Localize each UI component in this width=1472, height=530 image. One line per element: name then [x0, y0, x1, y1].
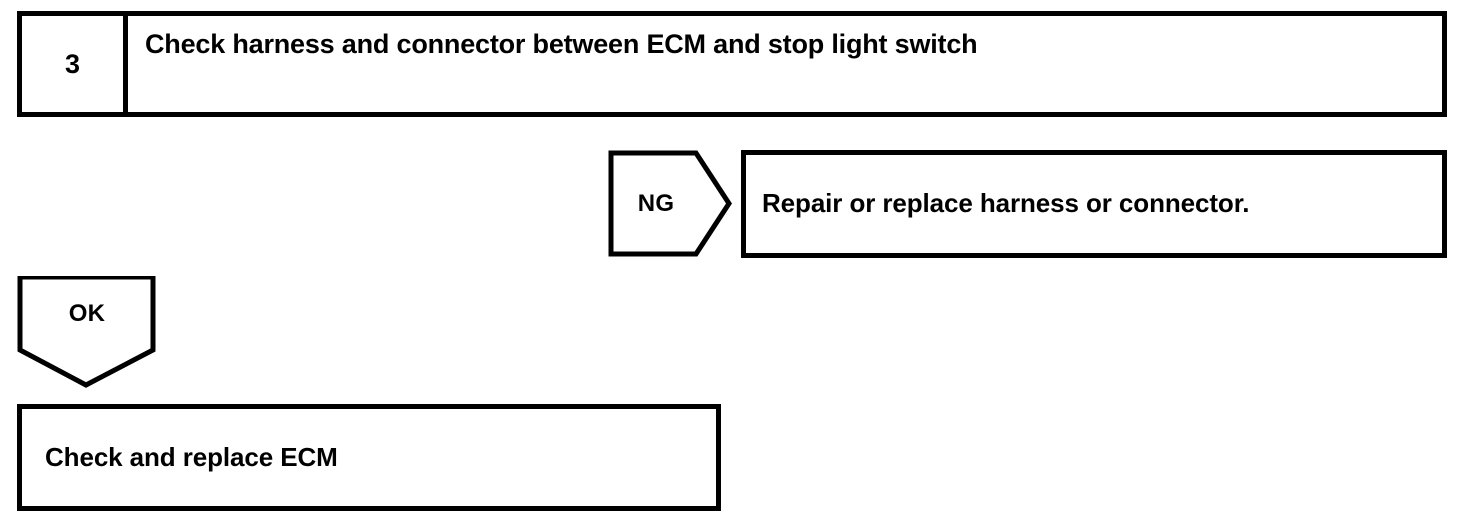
step-row: 3 Check harness and connector between EC…: [17, 11, 1447, 117]
step-number: 3: [64, 48, 81, 79]
ok-branch: OK: [17, 276, 157, 388]
ok-result-box: Check and replace ECM: [17, 404, 721, 511]
ok-branch-label: OK: [68, 300, 106, 327]
ng-result-text: Repair or replace harness or connector.: [762, 188, 1250, 219]
ok-result-text: Check and replace ECM: [45, 441, 338, 472]
step-title: Check harness and connector between ECM …: [145, 29, 978, 59]
ng-arrow-right-icon: [608, 150, 732, 257]
ng-branch: NG: [608, 150, 732, 257]
ng-branch-label: NG: [637, 189, 675, 217]
step-number-cell: 3: [22, 16, 128, 112]
ng-result-box: Repair or replace harness or connector.: [741, 150, 1447, 258]
step-title-cell: Check harness and connector between ECM …: [128, 16, 1442, 112]
ok-arrow-down-icon: [17, 276, 156, 388]
